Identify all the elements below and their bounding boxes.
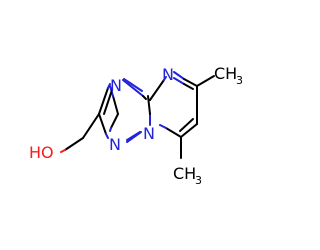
bond-n3-c3a: [123, 78, 143, 92]
bond-c2-n1: [110, 113, 119, 129]
atom-n4-label: N: [162, 65, 174, 84]
bond-c6-c7: [180, 123, 198, 138]
bond-c3a-down: [147, 95, 151, 115]
hydroxyl-label: HO: [29, 143, 54, 162]
bond-c2-n3-main: [98, 87, 109, 115]
bond-n1-n8a-main: [126, 131, 142, 143]
bond-c2-n1-tail: [109, 127, 112, 132]
bond-c7-n8-tail: [159, 124, 167, 129]
bond-c3a-n4: [149, 79, 165, 101]
methyl-upper-subscript: 3: [236, 74, 243, 87]
bond-c7-n8: [165, 127, 182, 138]
bond-c5-methyl: [196, 75, 215, 87]
bond-n3-c3a-main-tail: [142, 95, 147, 100]
methyl-lower-label: CH: [173, 164, 196, 183]
bond-c2-n1-main-tail: [105, 133, 109, 139]
molecule-canvas: N N N N HO CH 3 CH 3: [29, 64, 243, 187]
bond-n4-c5-double-b: [183, 83, 194, 90]
structure-diagram: N N N N HO CH 3 CH 3: [29, 64, 243, 187]
atom-n8-label: N: [143, 124, 155, 143]
bond-ch2-o: [64, 137, 84, 151]
methyl-lower-subscript: 3: [195, 174, 202, 187]
bond-n4-c5-double: [173, 77, 185, 85]
bond-c2-n3-main-tail: [107, 83, 111, 89]
bond-n4-c5: [173, 71, 185, 80]
bond-c2-n3: [112, 95, 119, 115]
bond-n3-c3a-main: [122, 79, 144, 97]
methyl-upper-label: CH: [214, 64, 237, 83]
bond-n4-c5-b: [183, 78, 198, 87]
bond-c2-ch2: [82, 113, 100, 139]
bond-ch2-o-tail: [60, 149, 66, 153]
atom-n3-label: N: [110, 76, 122, 95]
bond-c3a-n4-tail: [163, 76, 167, 81]
atom-n1-label: N: [109, 135, 121, 154]
bond-c2-n1-main: [98, 113, 107, 135]
bond-c6-c7-double: [179, 118, 194, 132]
bond-c2-n3-main-db: [103, 89, 113, 115]
